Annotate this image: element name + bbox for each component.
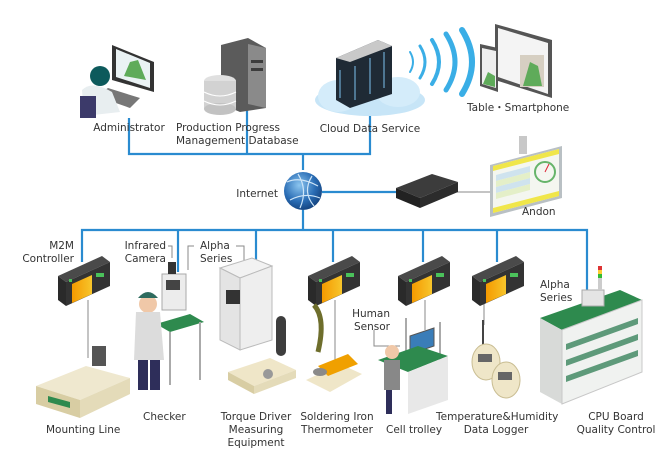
label-andon: Andon [522, 206, 556, 218]
label-torque-line1: Torque Driver [220, 411, 292, 423]
label-human-line1: Human [352, 308, 390, 320]
m2m-controller-4-icon [472, 256, 524, 306]
gateway-device-icon [396, 174, 458, 208]
label-camera-line1: Infrared [124, 240, 166, 252]
bus-main [80, 228, 589, 300]
label-tablet-smartphone: Table・Smartphone [467, 102, 570, 114]
line-cloud [303, 108, 372, 156]
label-mounting-line: Mounting Line [46, 424, 121, 436]
cpu-board-shelf-icon [540, 266, 643, 405]
internet-globe-icon [284, 172, 322, 210]
label-cell-trolley: Cell trolley [386, 424, 443, 436]
database-server-icon [203, 38, 266, 115]
label-cpu-line1: CPU Board [588, 411, 644, 423]
label-m2m-line1: M2M [49, 240, 74, 252]
label-checker: Checker [143, 411, 186, 423]
label-alpha2-line1: Alpha [540, 279, 570, 291]
label-administrator: Administrator [93, 122, 165, 134]
administrator-icon [80, 45, 154, 118]
label-alpha1-line1: Alpha [200, 240, 230, 252]
label-logger-line1: Temperature&Humidity [436, 411, 559, 423]
label-database-line2: Management Database [176, 135, 299, 147]
soldering-iron-thermometer-icon [306, 303, 362, 392]
label-internet: Internet [236, 188, 278, 200]
label-torque-line2: Measuring [228, 424, 284, 436]
label-alpha1-line2: Series [200, 253, 233, 265]
tablet-smartphone-icon [480, 24, 552, 98]
label-alpha2-line2: Series [540, 292, 573, 304]
line-administrator [127, 118, 303, 156]
andon-display-icon [490, 136, 562, 217]
label-database-line1: Production Progress [176, 122, 281, 134]
label-soldering-line1: Soldering Iron [300, 411, 374, 423]
checker-station-icon [134, 262, 204, 390]
mounting-line-icon [36, 346, 130, 418]
label-torque-line3: Equipment [227, 437, 285, 449]
cloud-server-icon [315, 40, 425, 116]
label-m2m-line2: Controller [22, 253, 74, 265]
torque-driver-equipment-icon [218, 257, 296, 394]
wireless-signal-icon [409, 27, 475, 97]
label-cloud-data-service: Cloud Data Service [319, 123, 421, 135]
network-lines [80, 108, 589, 300]
label-camera-line2: Camera [124, 253, 166, 265]
temperature-humidity-logger-icon [471, 320, 521, 399]
m2m-controller-3-icon [398, 256, 450, 306]
label-logger-line2: Data Logger [463, 424, 529, 436]
label-soldering-line2: Thermometer [301, 424, 373, 436]
label-human-line2: Sensor [354, 321, 390, 333]
cell-trolley-icon [378, 318, 448, 414]
m2m-controller-2-icon [308, 256, 360, 306]
label-cpu-line2: Quality Control [576, 424, 656, 436]
